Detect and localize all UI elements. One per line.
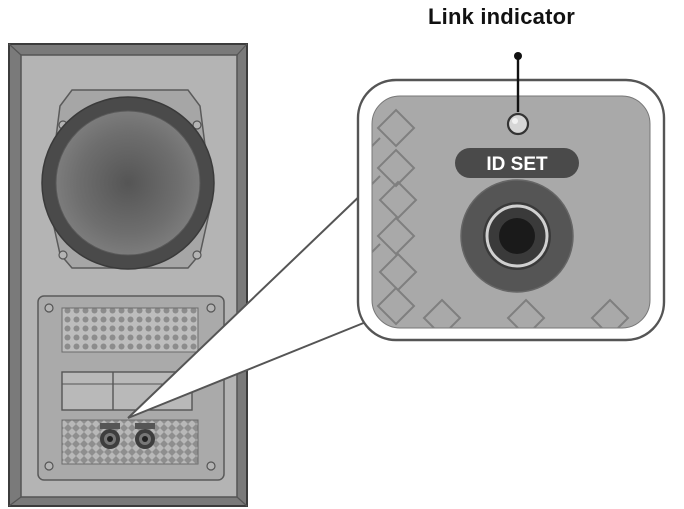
id-set-badge: ID SET — [455, 148, 579, 178]
panel-connectors — [100, 423, 155, 449]
zoom-connector — [127, 189, 367, 419]
id-set-button[interactable] — [460, 179, 574, 293]
link-indicator-led — [506, 112, 530, 136]
zoom-detail: ID SET — [356, 78, 666, 342]
woofer — [41, 89, 215, 270]
id-set-label: ID SET — [486, 154, 548, 175]
link-indicator-leader — [514, 52, 522, 112]
link-indicator-label: Link indicator — [428, 4, 576, 29]
zoom-vent-pattern — [372, 108, 630, 328]
